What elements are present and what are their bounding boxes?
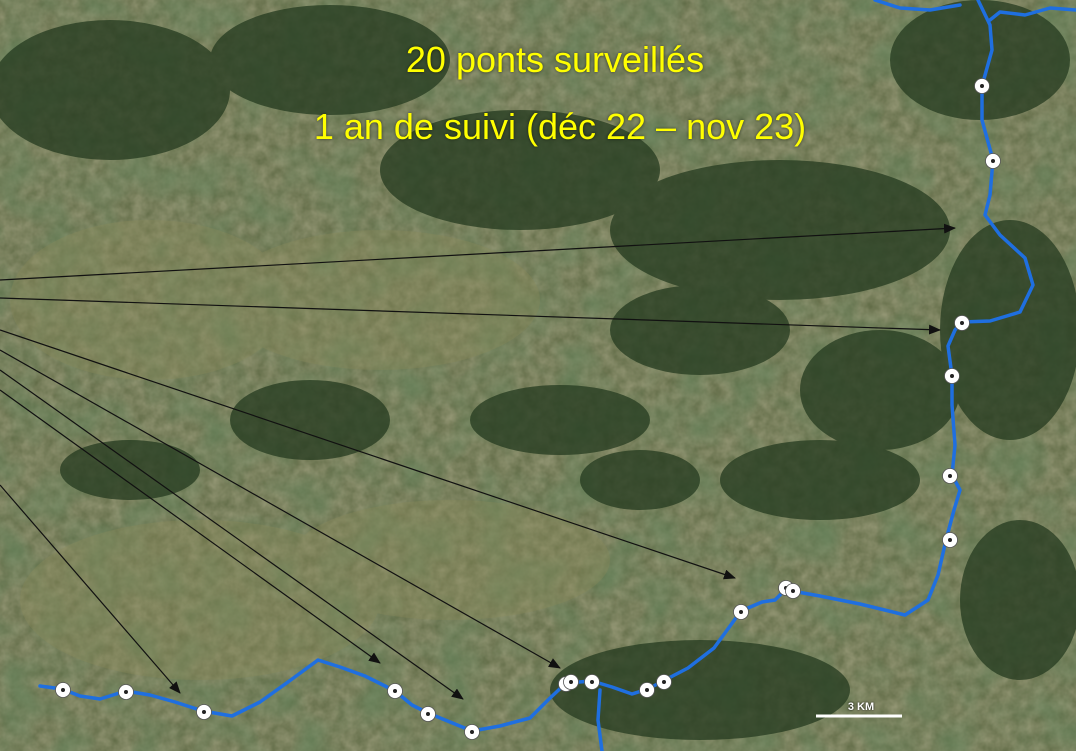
pointer-arrow bbox=[0, 389, 381, 664]
pointer-arrow bbox=[0, 223, 956, 281]
river-main-course bbox=[38, 0, 1035, 733]
bridge-marker bbox=[942, 468, 958, 484]
bridge-marker bbox=[196, 704, 212, 720]
pointer-arrow bbox=[0, 297, 941, 335]
bridge-marker bbox=[656, 674, 672, 690]
pointer-arrow bbox=[0, 329, 736, 580]
bridge-marker bbox=[944, 368, 960, 384]
scale-bar-label: 3 KM bbox=[847, 701, 875, 713]
bridge-marker bbox=[420, 706, 436, 722]
bridge-marker bbox=[563, 674, 579, 690]
river bbox=[38, 0, 1076, 751]
pointer-arrow bbox=[0, 349, 561, 669]
river-branch-top bbox=[873, 0, 962, 12]
bridge-marker bbox=[985, 153, 1001, 169]
bridge-marker bbox=[387, 683, 403, 699]
bridge-marker bbox=[118, 684, 134, 700]
bridge-marker bbox=[639, 682, 655, 698]
river-branch-north bbox=[988, 6, 1076, 22]
river-branch-south bbox=[596, 688, 604, 751]
map-title-line-1: 20 ponts surveillés bbox=[405, 39, 705, 80]
bridge-marker bbox=[974, 78, 990, 94]
bridge-pointer-arrows bbox=[0, 223, 956, 700]
bridge-marker bbox=[954, 315, 970, 331]
bridge-marker bbox=[942, 532, 958, 548]
bridge-marker bbox=[464, 724, 480, 740]
pointer-arrow bbox=[0, 369, 464, 700]
bridge-markers bbox=[55, 78, 1001, 740]
map-title-line-2: 1 an de suivi (déc 22 – nov 23) bbox=[313, 106, 807, 147]
bridge-marker bbox=[584, 674, 600, 690]
bridge-marker bbox=[733, 604, 749, 620]
bridge-marker bbox=[785, 583, 801, 599]
bridge-marker bbox=[55, 682, 71, 698]
pointer-arrow bbox=[0, 484, 181, 694]
